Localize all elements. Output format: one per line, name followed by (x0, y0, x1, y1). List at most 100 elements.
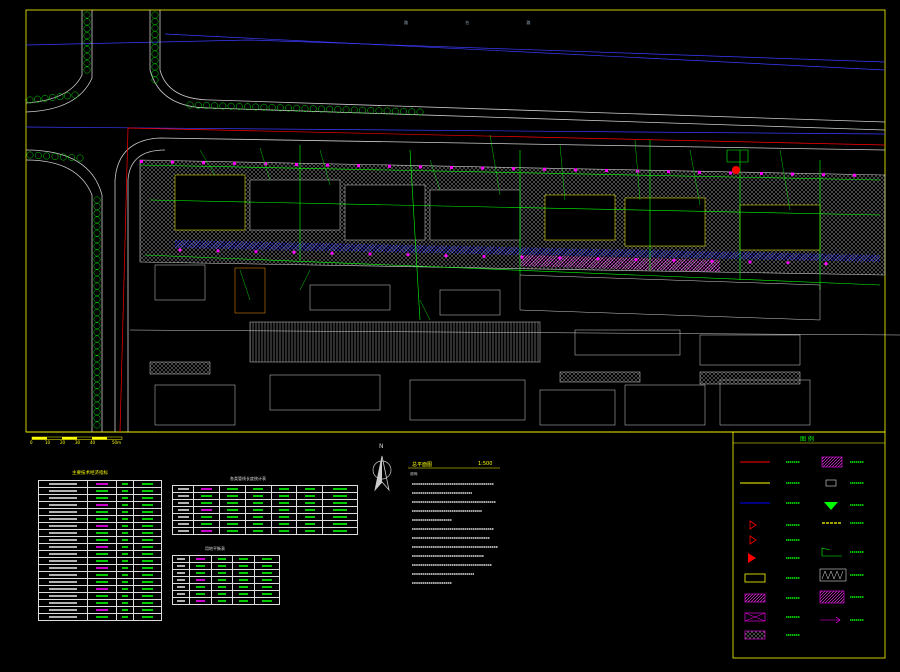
table-cell (232, 569, 255, 577)
cell-text-strokes (95, 567, 108, 569)
table-cell (270, 513, 298, 521)
cell-text-strokes (49, 518, 77, 520)
table-cell (133, 550, 162, 558)
pipe-node-marker (202, 161, 205, 165)
cell-text-strokes (304, 509, 316, 511)
cell-text-strokes (121, 504, 129, 506)
cell-text-strokes (196, 565, 205, 567)
table-row (171, 527, 358, 535)
tree-symbol (83, 59, 91, 67)
table-row (171, 499, 358, 507)
table-cell (38, 599, 88, 607)
tree-symbol (367, 107, 375, 114)
table-cell (38, 550, 88, 558)
cell-text-strokes (142, 490, 154, 492)
notes-title: 总平面图 (412, 462, 433, 468)
pipeline-markers (140, 149, 856, 266)
table-cell (193, 513, 220, 521)
table-row (171, 492, 358, 500)
table-cell (38, 515, 88, 523)
pipe-node-marker (326, 163, 329, 167)
table-cell (244, 499, 272, 507)
cell-text-strokes (278, 523, 290, 525)
table-cell (210, 555, 234, 563)
cell-text-strokes (239, 586, 249, 588)
table-cell (86, 578, 118, 586)
table-row (38, 543, 162, 551)
pipe-node-marker (558, 256, 562, 260)
table-row (38, 550, 162, 558)
cell-text-strokes (177, 502, 189, 504)
scale-tick: 20 (60, 440, 66, 445)
cell-text-strokes (261, 572, 273, 574)
tree-symbol (93, 289, 101, 297)
cell-text-strokes (49, 574, 77, 576)
legend-symbols (740, 456, 864, 640)
table-cell (270, 506, 298, 514)
table-cell (38, 557, 88, 565)
pipe-node-marker (481, 166, 484, 170)
tree-symbol (93, 361, 101, 369)
pipe-node-marker (444, 254, 448, 258)
cell-text-strokes (176, 586, 186, 588)
table-cell (322, 499, 358, 507)
table-cell (232, 597, 255, 605)
table-cell (133, 613, 162, 621)
table-cell (38, 487, 88, 495)
table-cell (116, 571, 135, 579)
table-cell (253, 597, 281, 605)
cell-text-strokes (95, 616, 108, 618)
tree-symbol (93, 355, 101, 363)
table-cell (38, 543, 88, 551)
legend-box-symbol (825, 479, 837, 487)
tree-symbol (93, 322, 101, 330)
table-cell (38, 480, 88, 488)
legend-grid-symbol (819, 590, 845, 604)
table-cell (38, 522, 88, 530)
cell-text-strokes (95, 595, 108, 597)
table-cell (116, 501, 135, 509)
table-cell (171, 590, 191, 598)
tree-symbol (93, 342, 101, 350)
pipe-node-marker (748, 260, 752, 264)
cell-text-strokes (261, 600, 273, 602)
table-cell (38, 606, 88, 614)
pipe-node-marker (667, 170, 670, 174)
table-cell (171, 513, 195, 521)
tree-symbol (51, 153, 59, 160)
leader-line (299, 269, 311, 291)
cell-text-strokes (121, 560, 129, 562)
table-cell (210, 576, 234, 584)
table-cell (86, 508, 118, 516)
table-cell (38, 578, 88, 586)
leader-line (319, 149, 331, 186)
cell-text-strokes (201, 523, 212, 525)
table-cell (193, 485, 220, 493)
tree-symbol (244, 103, 251, 111)
cell-text-strokes (177, 530, 189, 532)
cell-text-strokes (121, 483, 129, 485)
table-cell (38, 494, 88, 502)
pipe-node-marker (216, 249, 220, 253)
center-length-table (171, 485, 358, 535)
pipe-node-marker (482, 254, 486, 258)
table-row (38, 508, 162, 516)
tree-symbol (93, 223, 101, 230)
green-pipelines (139, 140, 881, 321)
cell-text-strokes (95, 553, 108, 555)
table-cell (193, 520, 220, 528)
pipe-node-marker (853, 173, 856, 177)
cell-text-strokes (217, 600, 227, 602)
cell-text-strokes (176, 593, 186, 595)
table-cell (189, 562, 212, 570)
cell-text-strokes (196, 579, 205, 581)
cell-text-strokes (217, 579, 227, 581)
table-cell (86, 585, 118, 593)
cell-text-strokes (217, 586, 227, 588)
table-cell (116, 606, 135, 614)
table-cell (193, 499, 220, 507)
tree-symbol (93, 282, 101, 290)
legend-wave-symbol (819, 568, 847, 582)
cell-text-strokes (49, 539, 77, 541)
table-cell (133, 480, 162, 488)
